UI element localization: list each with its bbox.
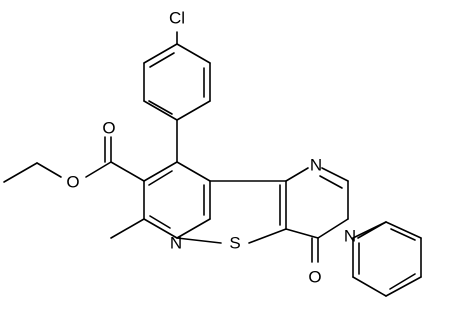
pyridine-nitrogen-label: N <box>170 234 182 253</box>
bond <box>110 161 145 182</box>
bond <box>176 161 211 182</box>
bond <box>143 218 178 239</box>
bond <box>385 276 422 297</box>
bond <box>176 237 222 244</box>
bond <box>385 221 422 239</box>
bond <box>352 276 387 297</box>
bond <box>143 43 178 64</box>
bond <box>149 215 171 229</box>
bond <box>36 162 62 178</box>
atom-labels: Cl O O N N N S O <box>66 9 356 287</box>
bond <box>3 162 38 183</box>
bond <box>352 221 387 239</box>
carbonyl-oxygen-atom-label: O <box>102 119 115 138</box>
ether-oxygen-atom-label: O <box>66 173 79 192</box>
bond <box>143 100 178 121</box>
chlorine-atom-label: Cl <box>169 9 185 28</box>
bond <box>285 228 319 239</box>
pyrimidine-nitrogen-top-label: N <box>310 156 322 175</box>
bond <box>148 100 173 115</box>
ketone-oxygen-label: O <box>308 268 321 287</box>
bond <box>390 228 416 241</box>
bond <box>110 218 145 239</box>
bonds <box>3 31 422 297</box>
bond <box>176 218 211 239</box>
bond <box>149 52 175 68</box>
bond <box>321 167 349 182</box>
bond <box>85 161 112 178</box>
bond <box>285 167 309 182</box>
bond <box>143 161 178 182</box>
thiophene-sulfur-label: S <box>229 234 240 253</box>
bond <box>176 43 211 64</box>
bond <box>148 170 173 186</box>
bond <box>319 175 343 189</box>
pyrimidine-nitrogen-phenyl-label: N <box>344 227 356 246</box>
bond <box>248 228 287 244</box>
bond <box>389 273 416 290</box>
bond <box>317 218 349 239</box>
bond <box>176 100 211 121</box>
